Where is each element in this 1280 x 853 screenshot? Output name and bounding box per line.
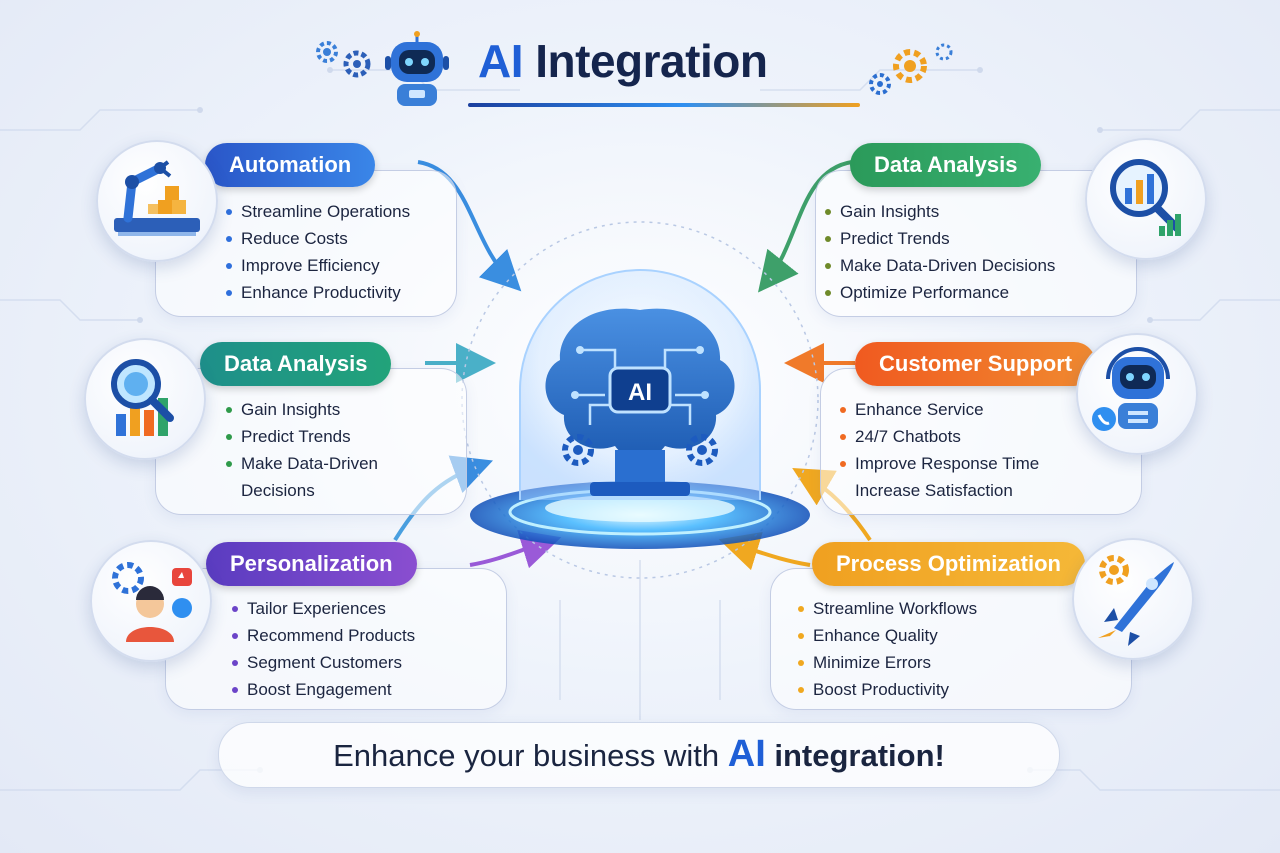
list-item: Increase Satisfaction bbox=[855, 481, 1013, 500]
gear-icon bbox=[893, 49, 927, 83]
list-item: Improve Response Time bbox=[840, 450, 1039, 477]
header: AI Integration bbox=[0, 0, 1280, 120]
list-item: Minimize Errors bbox=[798, 649, 977, 676]
card-data-analysis-right-list: Gain Insights Predict Trends Make Data-D… bbox=[825, 198, 1055, 306]
list-item: Enhance Service bbox=[840, 396, 1039, 423]
magnifier-chart-icon bbox=[84, 338, 206, 460]
support-robot-icon bbox=[1076, 333, 1198, 455]
ai-chip-label: AI bbox=[628, 379, 652, 406]
list-item: Streamline Workflows bbox=[798, 595, 977, 622]
title-underline bbox=[468, 103, 860, 107]
card-data-analysis-right bbox=[815, 170, 1137, 317]
gear-icon bbox=[343, 50, 371, 78]
list-item: Tailor Experiences bbox=[232, 595, 415, 622]
gear-icon bbox=[1099, 555, 1129, 585]
arrow-automation bbox=[417, 160, 522, 292]
card-data-analysis-left-list: Gain Insights Predict Trends Make Data-D… bbox=[226, 396, 378, 504]
list-item: Reduce Costs bbox=[226, 225, 410, 252]
page-title: AI Integration bbox=[478, 35, 768, 87]
list-item: Boost Engagement bbox=[232, 676, 415, 703]
robot-icon bbox=[385, 31, 449, 106]
list-item: Segment Customers bbox=[232, 649, 415, 676]
gear-icon bbox=[562, 434, 594, 466]
card-process-optimization-title: Process Optimization bbox=[812, 542, 1085, 586]
list-item: Improve Efficiency bbox=[226, 252, 410, 279]
list-item: Make Data-Driven Decisions bbox=[825, 252, 1055, 279]
list-item: Predict Trends bbox=[226, 423, 378, 450]
banner-suffix: integration! bbox=[765, 738, 945, 773]
banner-text: Enhance your business with AI integratio… bbox=[219, 723, 1059, 787]
list-item: Optimize Performance bbox=[825, 279, 1055, 306]
card-customer-support-title: Customer Support bbox=[855, 342, 1097, 386]
list-item: Decisions bbox=[241, 481, 315, 500]
card-data-analysis-right-title: Data Analysis bbox=[850, 143, 1042, 187]
card-personalization-title: Personalization bbox=[206, 542, 417, 586]
banner-ai: AI bbox=[727, 733, 766, 775]
central-ai-brain: AI bbox=[470, 269, 810, 549]
gear-icon bbox=[935, 43, 953, 61]
magnifier-chart-icon bbox=[1085, 138, 1207, 260]
header-gears-right bbox=[869, 43, 953, 95]
user-social-icon bbox=[90, 540, 212, 662]
banner-prefix: Enhance your business with bbox=[333, 738, 728, 773]
gear-icon bbox=[686, 434, 718, 466]
gear-icon bbox=[316, 41, 338, 63]
card-process-optimization-list: Streamline Workflows Enhance Quality Min… bbox=[798, 595, 977, 703]
list-item: Predict Trends bbox=[825, 225, 1055, 252]
list-item: Boost Productivity bbox=[798, 676, 977, 703]
list-item: Streamline Operations bbox=[226, 198, 410, 225]
arrow-personalization bbox=[469, 529, 562, 569]
bottom-banner: Enhance your business with AI integratio… bbox=[218, 722, 1060, 788]
card-personalization-list: Tailor Experiences Recommend Products Se… bbox=[232, 595, 415, 703]
list-item: Gain Insights bbox=[226, 396, 378, 423]
robot-arm-icon bbox=[96, 140, 218, 262]
card-personalization bbox=[165, 568, 507, 710]
list-item: Enhance Quality bbox=[798, 622, 977, 649]
card-automation-title: Automation bbox=[205, 143, 376, 187]
brain-icon bbox=[545, 308, 735, 459]
arrow-process-optimization bbox=[718, 531, 811, 571]
ai-chip-icon bbox=[608, 366, 672, 414]
card-data-analysis-left-title: Data Analysis bbox=[200, 342, 392, 386]
list-item: Make Data-Driven bbox=[226, 450, 378, 477]
list-item: Recommend Products bbox=[232, 622, 415, 649]
arrow-data-analysis-right bbox=[758, 160, 853, 293]
list-item: Gain Insights bbox=[825, 198, 1055, 225]
card-automation-list: Streamline Operations Reduce Costs Impro… bbox=[226, 198, 410, 306]
list-item: Enhance Productivity bbox=[226, 279, 410, 306]
rocket-gear-icon bbox=[1072, 538, 1194, 660]
gear-icon bbox=[869, 73, 891, 95]
header-gears-robot bbox=[316, 31, 449, 106]
card-data-analysis-left bbox=[155, 368, 467, 515]
card-customer-support-list: Enhance Service 24/7 Chatbots Improve Re… bbox=[840, 396, 1039, 504]
list-item: 24/7 Chatbots bbox=[840, 423, 1039, 450]
